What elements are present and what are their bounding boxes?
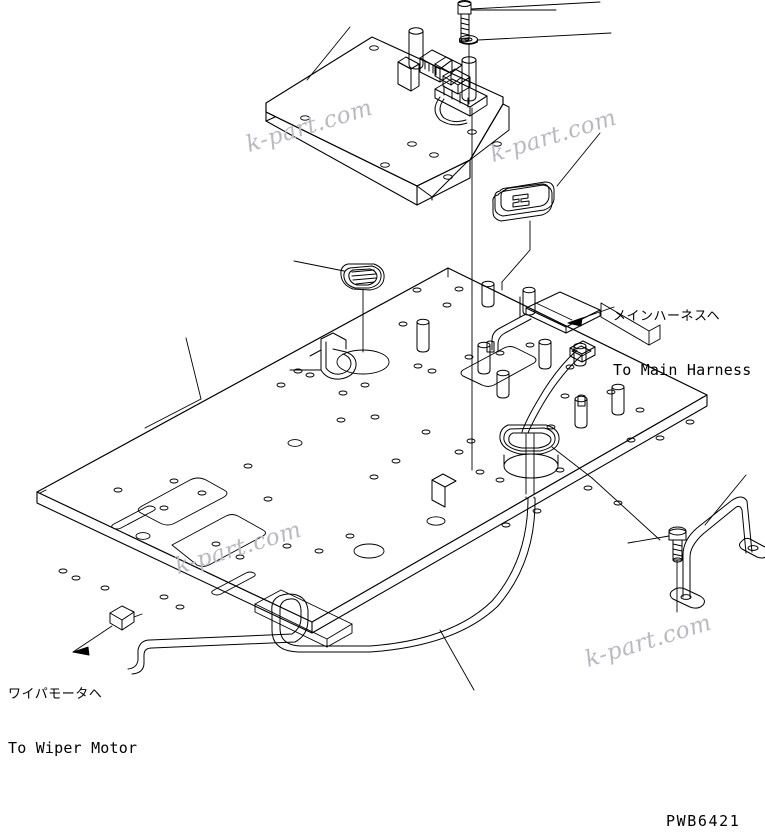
handle-mount-bolt xyxy=(627,526,687,613)
washer-part xyxy=(459,35,478,45)
cable-pass-grommet xyxy=(499,424,593,499)
callout-main-harness-en: To Main Harness xyxy=(613,360,752,379)
part-number-label: PWB6421 xyxy=(666,812,741,830)
harness-bracket xyxy=(525,291,601,363)
leader-lines xyxy=(72,306,661,691)
standoff-posts xyxy=(416,280,625,429)
callout-wiper-motor-en: To Wiper Motor xyxy=(8,738,138,757)
callout-main-harness: メインハーネスヘ To Main Harness xyxy=(613,271,751,417)
board-components xyxy=(397,27,488,126)
plate-left-fender xyxy=(289,332,357,380)
main-floor-plate xyxy=(36,267,708,634)
callout-main-harness-jp: メインハーネスヘ xyxy=(613,308,721,324)
wire-harness xyxy=(127,313,583,675)
wiper-connector xyxy=(109,605,143,631)
callout-wiper-motor-jp: ワイパモータヘ xyxy=(8,686,103,702)
floor-grommet-left xyxy=(293,260,385,353)
rubber-cover-plug xyxy=(492,132,601,291)
hex-bolt-part xyxy=(457,0,472,43)
plate-right-upstand xyxy=(519,296,661,346)
callout-wiper-motor: ワイパモータヘ To Wiper Motor xyxy=(8,649,137,795)
grab-handle xyxy=(669,474,765,609)
floor-plate-holes xyxy=(58,286,695,648)
control-box-plate xyxy=(265,36,510,206)
plate-bottom-bracket xyxy=(431,473,457,508)
